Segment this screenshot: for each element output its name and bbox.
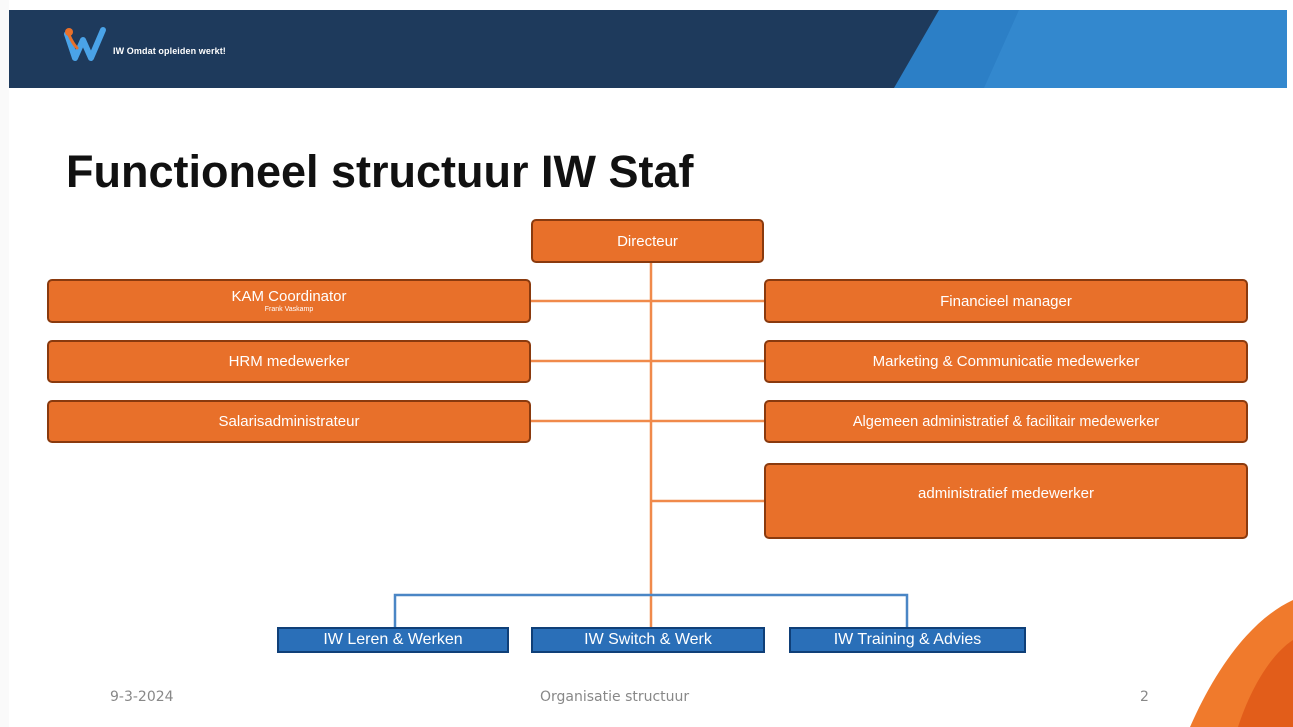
org-box-marketing-communicatie: Marketing & Communicatie medewerker (764, 340, 1248, 383)
org-box-label: KAM Coordinator (231, 288, 347, 305)
org-box-directeur: Directeur (531, 219, 764, 263)
unit-label: IW Leren & Werken (323, 631, 463, 648)
org-box-label: HRM medewerker (228, 353, 350, 370)
org-box-kam-coordinator: KAM Coordinator Frank Vaskamp (47, 279, 531, 323)
slide-frame (0, 0, 9, 727)
header-tagline: IW Omdat opleiden werkt! (113, 46, 226, 56)
org-box-label: Financieel manager (940, 292, 1072, 310)
footer-page-number: 2 (1140, 689, 1149, 705)
unit-label: IW Training & Advies (833, 631, 982, 648)
org-box-salarisadministrateur: Salarisadministrateur (47, 400, 531, 443)
org-box-hrm-medewerker: HRM medewerker (47, 340, 531, 383)
footer-title: Organisatie structuur (540, 689, 690, 705)
org-box-algemeen-administratief: Algemeen administratief & facilitair med… (764, 400, 1248, 443)
org-box-administratief-medewerker: administratief medewerker (764, 463, 1248, 539)
org-box-label: Marketing & Communicatie medewerker (872, 353, 1140, 370)
iw-logo-icon (64, 27, 106, 61)
unit-iw-training-advies: IW Training & Advies (789, 627, 1026, 653)
org-box-label: Directeur (617, 232, 678, 250)
org-box-label: Algemeen administratief & facilitair med… (852, 413, 1160, 430)
org-box-sublabel: Frank Vaskamp (264, 306, 314, 313)
unit-label: IW Switch & Werk (584, 631, 712, 648)
slide-title: Functioneel structuur IW Staf (66, 146, 694, 197)
header-stripes (894, 10, 1287, 88)
header-band: IW Omdat opleiden werkt! (9, 10, 1287, 88)
org-box-financieel-manager: Financieel manager (764, 279, 1248, 323)
footer-date: 9-3-2024 (110, 689, 174, 705)
unit-iw-switch-werk: IW Switch & Werk (531, 627, 765, 653)
corner-decoration (1190, 600, 1293, 727)
unit-iw-leren-werken: IW Leren & Werken (277, 627, 509, 653)
org-box-label: Salarisadministrateur (218, 413, 360, 430)
org-box-label: administratief medewerker (918, 485, 1094, 502)
